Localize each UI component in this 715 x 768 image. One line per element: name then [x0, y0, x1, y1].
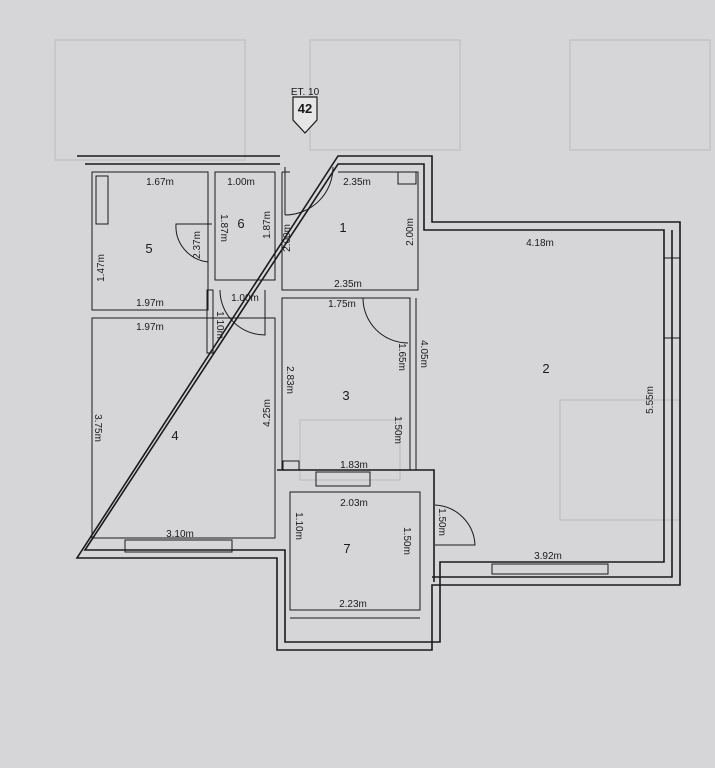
level-label: ET. 10 — [291, 87, 320, 98]
dim-label: 1.87m — [218, 214, 229, 242]
dim-label: 3.10m — [166, 529, 194, 540]
dim-label: 4.05m — [418, 340, 429, 368]
dim-label: 1.67m — [146, 177, 174, 188]
dim-label: 1.50m — [401, 527, 412, 555]
dim-label: 1.97m — [136, 298, 164, 309]
dim-label: 2.23m — [339, 599, 367, 610]
dim-label: 2.83m — [284, 366, 295, 394]
dimension-labels: 1.67m 1.47m 2.37m 1.97m 1.00m 1.87m 1.87… — [92, 177, 656, 610]
room-7-label: 7 — [343, 541, 350, 556]
dim-label: 2.35m — [343, 177, 371, 188]
dim-label: 1.10m — [214, 311, 225, 339]
dim-label: 4.18m — [526, 238, 554, 249]
room-2-label: 2 — [542, 361, 549, 376]
dim-label: 4.25m — [262, 399, 273, 427]
dim-label: 2.03m — [340, 498, 368, 509]
room-numbers: 1 2 3 4 5 6 7 — [145, 216, 549, 556]
dim-label: 1.75m — [328, 299, 356, 310]
room-3-label: 3 — [342, 388, 349, 403]
dim-label: 1.00m — [227, 177, 255, 188]
room-5-label: 5 — [145, 241, 152, 256]
room-4-label: 4 — [171, 428, 178, 443]
room-1-label: 1 — [339, 220, 346, 235]
dim-label: 1.10m — [293, 512, 304, 540]
dim-label: 1.83m — [340, 460, 368, 471]
apartment-number: 42 — [298, 101, 312, 116]
dim-label: 1.50m — [436, 508, 447, 536]
dim-label: 1.50m — [392, 416, 403, 444]
dim-label: 5.55m — [645, 386, 656, 414]
dim-label: 2.00m — [282, 224, 293, 252]
walls — [75, 155, 681, 651]
background-ghost-plans — [54, 39, 711, 521]
level-marker: ET. 10 42 — [291, 87, 320, 134]
dim-label: 2.35m — [334, 279, 362, 290]
dim-label: 3.92m — [534, 551, 562, 562]
dim-label: 1.97m — [136, 322, 164, 333]
dim-label: 2.37m — [192, 231, 203, 259]
doors — [175, 166, 476, 546]
dim-label: 2.00m — [405, 218, 416, 246]
room-6-label: 6 — [237, 216, 244, 231]
dim-label: 1.47m — [96, 254, 107, 282]
dim-label: 3.75m — [92, 414, 103, 442]
dim-label: 1.87m — [262, 211, 273, 239]
dim-label: 1.65m — [396, 343, 407, 371]
dim-label: 1.00m — [231, 293, 259, 304]
